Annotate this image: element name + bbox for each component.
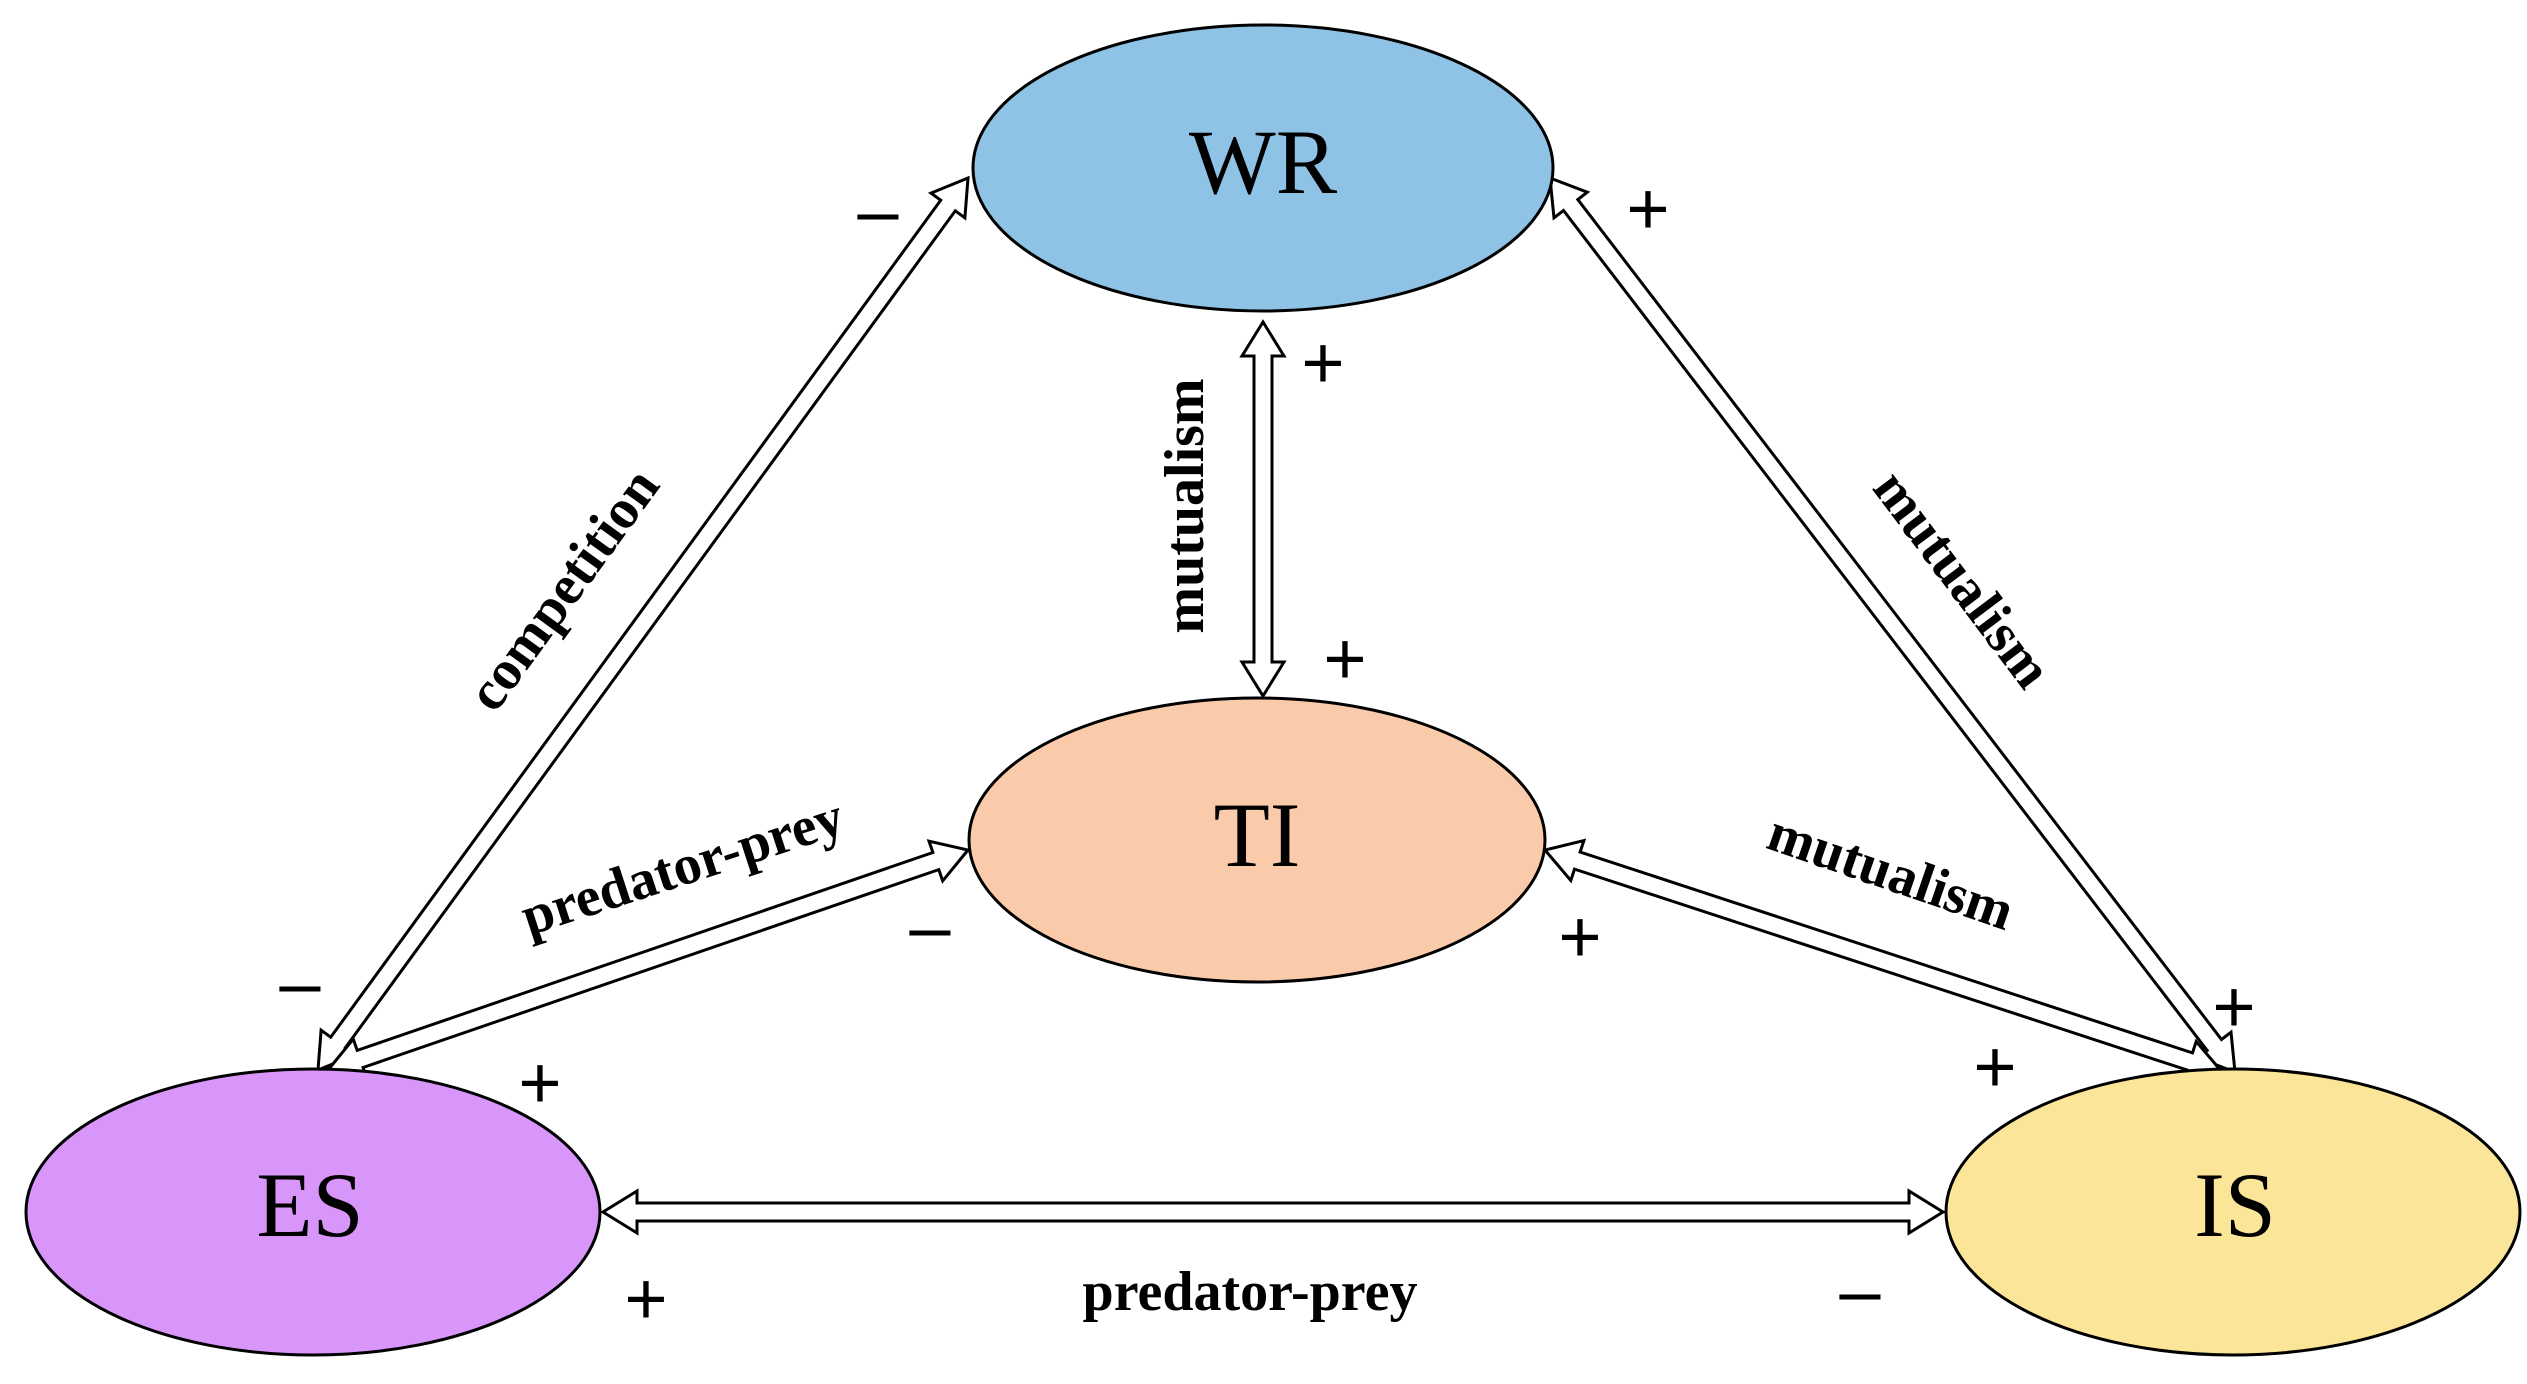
label-ti-is: mutualism	[1760, 801, 2021, 943]
node-ti-shape	[967, 696, 1547, 984]
sign-es-is-es: +	[624, 1257, 667, 1340]
sign-ti-is-ti: +	[1558, 895, 1601, 978]
sign-es-is-is: –	[1839, 1249, 1881, 1332]
node-wr-label: WR	[1189, 111, 1338, 213]
node-is-shape	[1944, 1067, 2522, 1357]
node-is-label: IS	[2194, 1154, 2276, 1256]
arrow-wr-ti	[1239, 319, 1287, 699]
node-ti: TI	[967, 696, 1547, 984]
node-es-label: ES	[256, 1154, 363, 1256]
sign-wr-ti-ti: +	[1323, 617, 1366, 700]
label-wr-ti: mutualism	[1154, 378, 1216, 633]
sign-es-ti-es: +	[518, 1041, 561, 1124]
node-es-shape	[24, 1067, 602, 1357]
sign-wr-es-es: –	[279, 941, 321, 1024]
sign-wr-ti-wr: +	[1301, 321, 1344, 404]
arrow-wr-es-shape	[316, 175, 970, 1073]
label-es-is: predator-prey	[1083, 1261, 1418, 1323]
node-ti-label: TI	[1214, 784, 1301, 886]
sign-wr-is-wr: +	[1626, 167, 1669, 250]
arrow-wr-is	[1548, 175, 2237, 1075]
arrow-es-is-shape	[600, 1188, 1946, 1236]
arrow-wr-es	[316, 175, 970, 1073]
label-wr-is: mutualism	[1861, 459, 2064, 700]
label-wr-es: competition	[455, 457, 672, 722]
arrow-wr-ti-shape	[1239, 319, 1287, 699]
arrow-wr-is-shape	[1548, 175, 2237, 1075]
sign-wr-es-wr: –	[857, 169, 899, 252]
node-wr-shape	[971, 23, 1555, 313]
arrow-es-is	[600, 1188, 1946, 1236]
node-wr: WR	[971, 23, 1555, 313]
sign-ti-is-is: +	[1973, 1025, 2016, 1108]
label-es-ti: predator-prey	[514, 786, 852, 948]
node-es: ES	[24, 1067, 602, 1357]
node-is: IS	[1944, 1067, 2522, 1357]
sign-es-ti-ti: –	[909, 885, 951, 968]
sign-wr-is-is: +	[2212, 965, 2255, 1048]
